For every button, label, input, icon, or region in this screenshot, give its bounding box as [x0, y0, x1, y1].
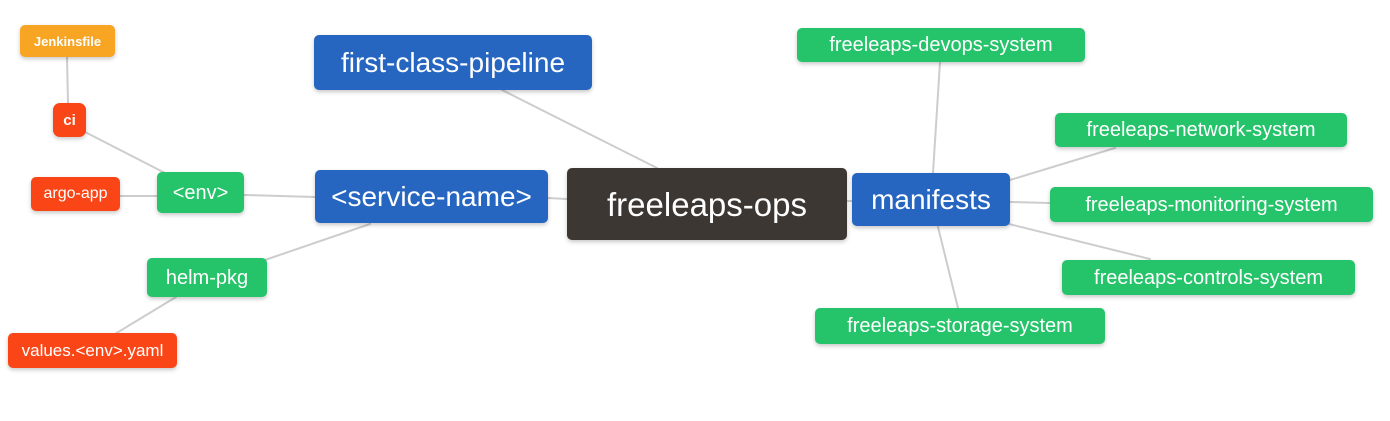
- node-helm-pkg[interactable]: helm-pkg: [147, 258, 267, 297]
- node-freeleaps-storage-system[interactable]: freeleaps-storage-system: [815, 308, 1105, 344]
- node-env[interactable]: <env>: [157, 172, 244, 213]
- node-values-env-yaml[interactable]: values.<env>.yaml: [8, 333, 177, 368]
- edge-manifests-storage: [937, 226, 959, 309]
- edge-helmpkg-servicename: [261, 223, 371, 262]
- node-freeleaps-monitoring-system[interactable]: freeleaps-monitoring-system: [1050, 187, 1373, 222]
- node-service-name[interactable]: <service-name>: [315, 170, 548, 223]
- edge-manifests-network: [1009, 147, 1116, 181]
- node-argo-app[interactable]: argo-app: [31, 177, 120, 211]
- node-freeleaps-controls-system[interactable]: freeleaps-controls-system: [1062, 260, 1355, 295]
- node-freeleaps-network-system[interactable]: freeleaps-network-system: [1055, 113, 1347, 147]
- edge-manifests-monitoring: [1009, 201, 1051, 204]
- edge-manifests-devops: [932, 61, 941, 174]
- node-first-class-pipeline[interactable]: first-class-pipeline: [314, 35, 592, 90]
- node-jenkinsfile[interactable]: Jenkinsfile: [20, 25, 115, 57]
- node-freeleaps-devops-system[interactable]: freeleaps-devops-system: [797, 28, 1085, 62]
- node-ci[interactable]: ci: [53, 103, 86, 137]
- edge-env-servicename: [243, 194, 316, 198]
- edge-pipeline-ops: [501, 89, 658, 169]
- edge-jenkinsfile-ci: [66, 56, 69, 104]
- edge-manifests-controls: [1008, 223, 1151, 260]
- edge-servicename-ops: [547, 197, 568, 200]
- edge-ci-env: [84, 131, 166, 174]
- node-freeleaps-ops[interactable]: freeleaps-ops: [567, 168, 847, 240]
- node-manifests[interactable]: manifests: [852, 173, 1010, 226]
- edge-values-helmpkg: [114, 296, 177, 335]
